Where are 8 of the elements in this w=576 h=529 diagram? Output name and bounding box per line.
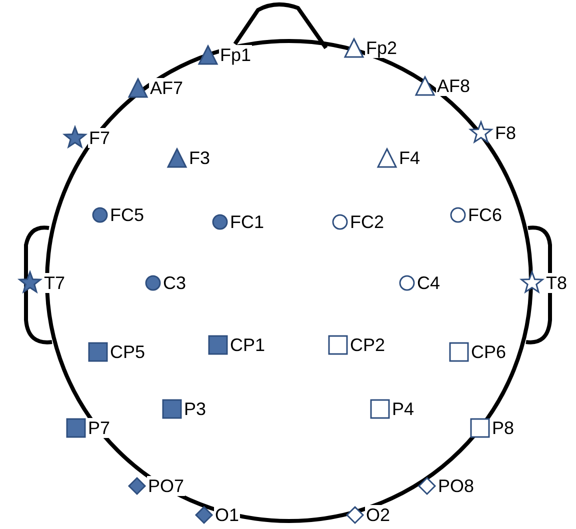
electrode-label: T8 xyxy=(545,273,568,293)
electrode-label: Fp1 xyxy=(219,45,252,65)
electrode-label: T7 xyxy=(43,273,66,293)
electrode-label: AF8 xyxy=(436,76,472,96)
electrode-label: PO7 xyxy=(147,476,186,496)
electrode-label: P7 xyxy=(87,418,112,438)
electrode-label: F7 xyxy=(88,128,112,148)
electrode-label: Fp2 xyxy=(365,38,398,58)
